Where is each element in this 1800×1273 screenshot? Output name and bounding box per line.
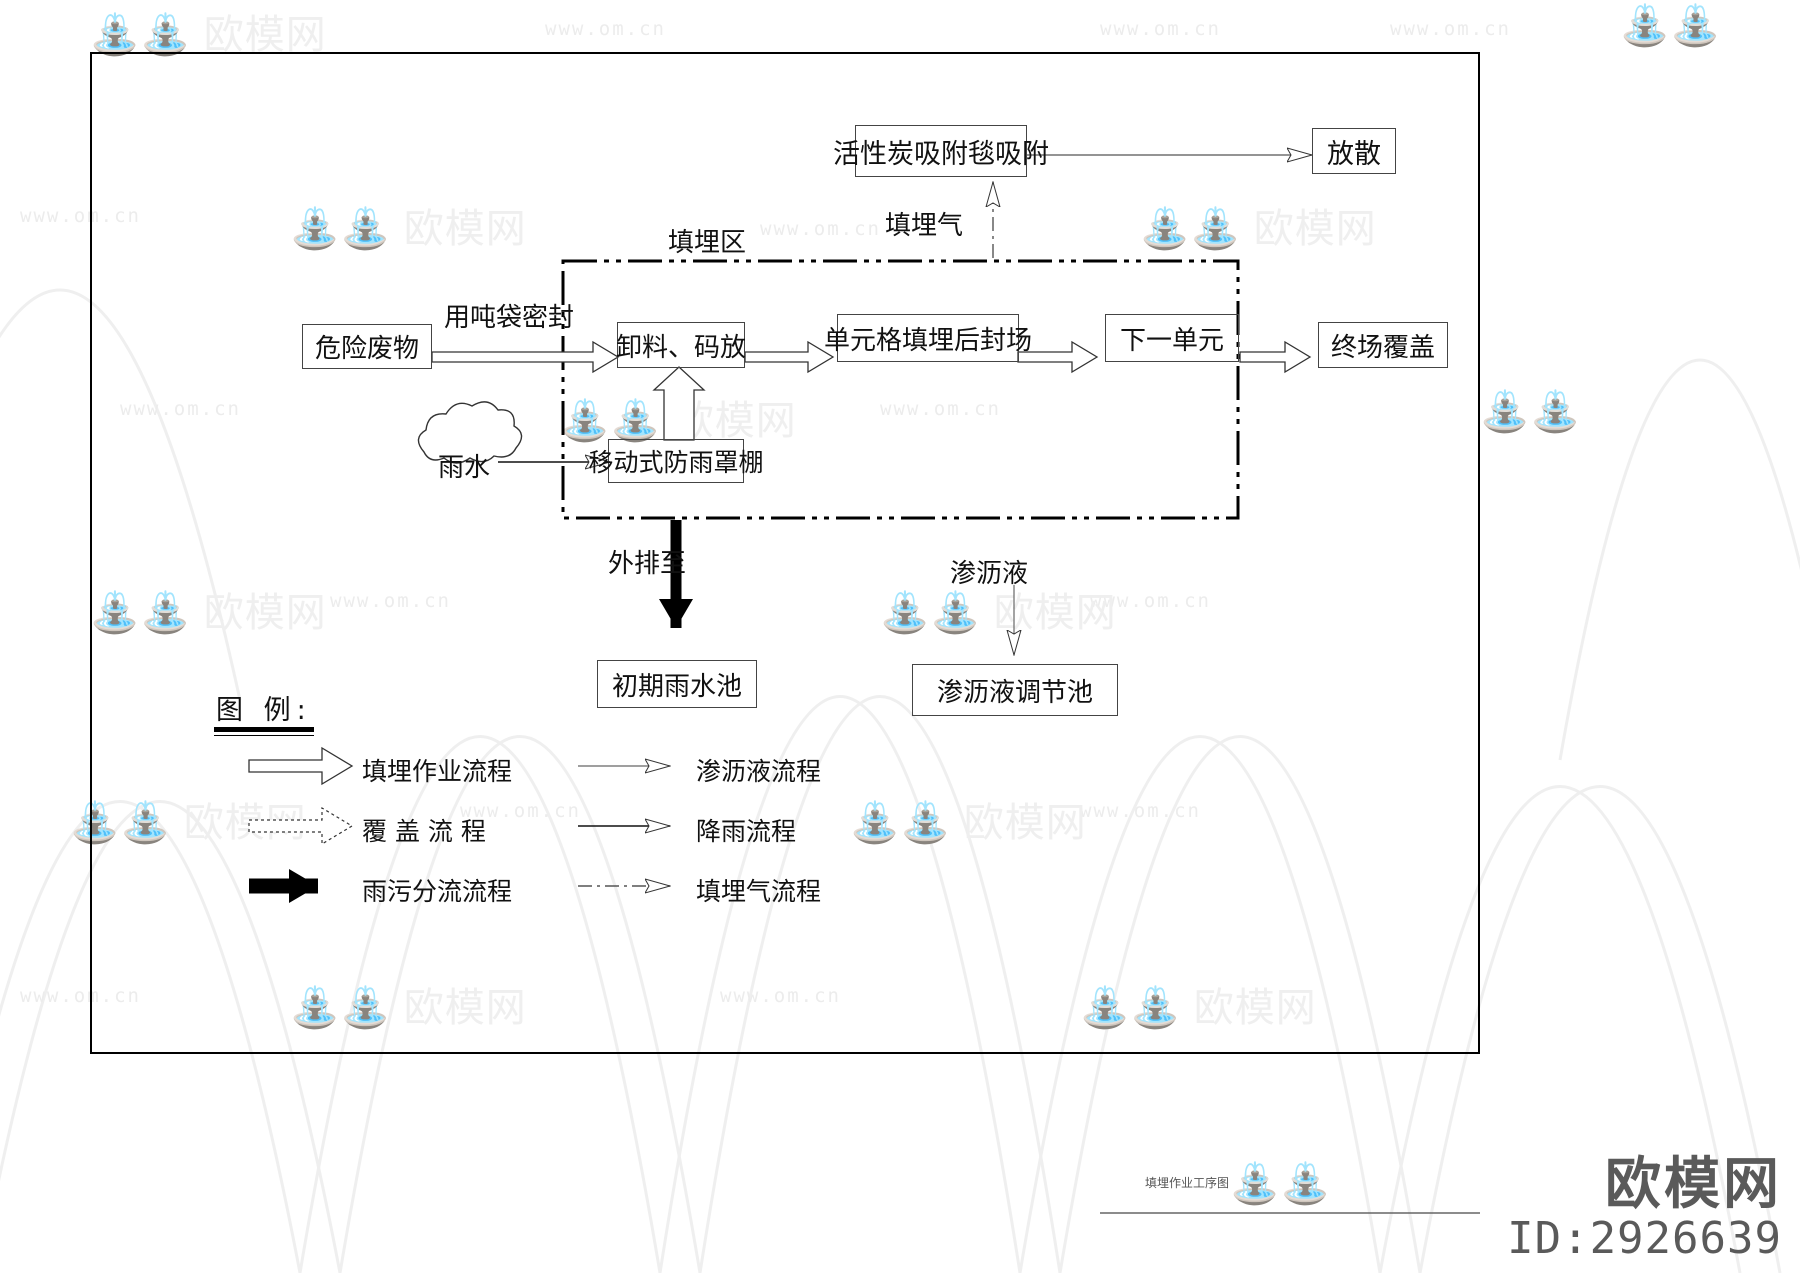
id-number: ID:2926639 xyxy=(1507,1212,1782,1264)
legend-label-landfill-operation-flow: 填埋作业流程 xyxy=(362,757,513,786)
arrow-cell-to-next xyxy=(1017,340,1099,374)
legend-label-cover-flow: 覆 盖 流 程 xyxy=(362,817,486,846)
label-leachate: 渗沥液 xyxy=(950,559,1029,589)
node-hazardous-waste[interactable]: 危险废物 xyxy=(302,324,432,369)
node-initial-rain-pond-label: 初期雨水池 xyxy=(611,671,742,702)
node-rain-cloud-label: 雨水 xyxy=(438,453,491,483)
node-hazardous-waste-label: 危险废物 xyxy=(314,334,419,364)
node-unload-stack-label: 卸料、码放 xyxy=(616,332,747,363)
legend-label-leachate-flow: 渗沥液流程 xyxy=(696,757,822,786)
node-carbon-blanket-label: 活性炭吸附毯吸附 xyxy=(833,138,1049,170)
arrow-next-to-final-cover xyxy=(1239,340,1312,374)
node-final-cover[interactable]: 终场覆盖 xyxy=(1318,322,1448,368)
node-next-cell-label: 下一单元 xyxy=(1119,325,1224,356)
node-carbon-blanket[interactable]: 活性炭吸附毯吸附 xyxy=(833,125,1049,177)
node-leachate-pond[interactable]: 渗沥液调节池 xyxy=(912,664,1118,716)
arrow-waste-to-unload xyxy=(431,340,620,374)
landfill-zone-boundary xyxy=(561,259,1240,520)
node-mobile-rain-shelter[interactable]: 移动式防雨罩棚 xyxy=(589,439,764,483)
legend-symbol-landfill-operation-flow xyxy=(248,746,354,786)
node-release[interactable]: 放散 xyxy=(1312,128,1396,174)
legend-title-rule xyxy=(214,727,314,732)
zone-label: 填埋区 xyxy=(668,228,747,258)
node-cell-landfill-closure-label: 单元格填埋后封场 xyxy=(824,325,1033,356)
node-cell-landfill-closure[interactable]: 单元格填埋后封场 xyxy=(824,314,1032,362)
node-final-cover-label: 终场覆盖 xyxy=(1330,332,1435,363)
legend-label-rainfall-flow: 降雨流程 xyxy=(696,817,797,846)
id-brand: 欧模网 xyxy=(1605,1151,1782,1217)
node-unload-stack[interactable]: 卸料、码放 xyxy=(616,322,747,368)
node-leachate-pond-label: 渗沥液调节池 xyxy=(936,677,1093,708)
label-landfill-gas: 填埋气 xyxy=(885,211,964,241)
arrow-shelter-to-unload xyxy=(652,366,706,441)
legend-title: 图 例: xyxy=(216,695,312,726)
label-seal-with-ton-bag: 用吨袋密封 xyxy=(444,303,575,333)
node-mobile-rain-shelter-label: 移动式防雨罩棚 xyxy=(588,448,764,477)
node-initial-rain-pond[interactable]: 初期雨水池 xyxy=(597,660,757,708)
legend-label-rain-sewage-split-flow: 雨污分流流程 xyxy=(362,877,513,906)
node-release-label: 放散 xyxy=(1327,138,1381,170)
label-discharge-to: 外排至 xyxy=(608,549,687,579)
node-next-cell[interactable]: 下一单元 xyxy=(1105,314,1239,362)
legend-title-rule-thin xyxy=(214,735,314,736)
arrow-unload-to-cell xyxy=(744,340,835,374)
legend-label-landfill-gas-flow: 填埋气流程 xyxy=(696,877,822,906)
id-block: 欧模网 ID:2926639 xyxy=(1507,1151,1782,1264)
drawing-caption: 填埋作业工序图 xyxy=(1145,1176,1230,1190)
legend-symbol-cover-flow xyxy=(248,806,354,846)
rain-cloud-icon xyxy=(417,401,523,464)
